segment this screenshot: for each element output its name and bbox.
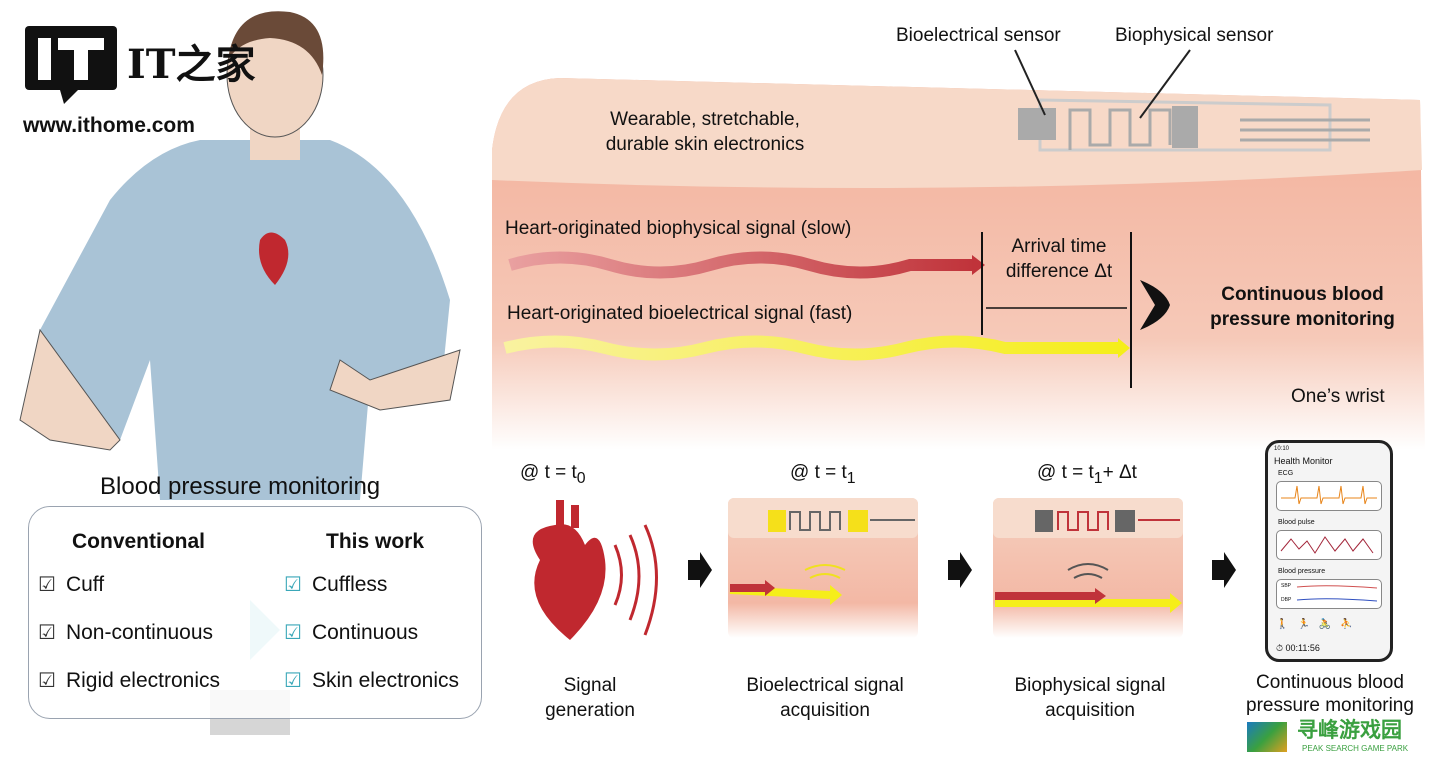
heart-icon	[532, 500, 658, 640]
ecg-chart	[1276, 481, 1382, 511]
phone-title: Health Monitor	[1274, 456, 1333, 466]
this-work-item: ☑Skin electronics	[284, 669, 459, 692]
stopwatch-icon: ⏱	[1276, 643, 1284, 653]
step-arrow	[948, 552, 972, 588]
pointer-line	[1014, 49, 1046, 116]
slow-signal-arrowhead	[972, 255, 985, 275]
output-label-2: pressure monitoring	[1210, 309, 1395, 330]
dbp-label: DBP	[1281, 597, 1292, 603]
sbp-label: SBP	[1281, 583, 1292, 589]
skin-box-biophysical	[993, 498, 1183, 638]
step-time-0: @ t = t0	[520, 462, 586, 487]
biophysical-sensor-pad	[1172, 106, 1198, 148]
fast-signal-wave	[503, 335, 1120, 361]
this-work-item: ☑Continuous	[284, 621, 419, 644]
pressure-chart: SBP DBP	[1276, 579, 1382, 609]
left-title: Blood pressure monitoring	[100, 473, 381, 500]
this-work-item: ☑Cuffless	[284, 573, 388, 596]
comparison-box	[28, 506, 482, 719]
output-arrow	[1140, 280, 1170, 330]
logo-brand: IT之家	[127, 41, 256, 88]
step-caption: Biophysical signal	[1014, 675, 1166, 696]
checkbox-icon: ☑	[38, 574, 56, 596]
bioelectrical-sensor-label: Bioelectrical sensor	[896, 25, 1061, 46]
logo-url: www.ithome.com	[23, 114, 195, 137]
pointer-line	[1139, 49, 1191, 119]
biophysical-sensor-label: Biophysical sensor	[1115, 25, 1274, 46]
step-caption: Signal	[563, 675, 617, 696]
phone-clock: 10:10	[1274, 446, 1290, 452]
step-caption: Continuous blood	[1256, 672, 1404, 693]
checkbox-icon: ☑	[284, 574, 302, 596]
step-caption: acquisition	[780, 700, 870, 721]
pulse-chart	[1276, 530, 1382, 560]
watermark-name: 寻峰游戏园	[1297, 719, 1402, 742]
step-time-2: @ t = t1+ Δt	[1037, 462, 1137, 487]
watermark-sub: PEAK SEARCH GAME PARK	[1302, 744, 1409, 753]
watermark-logo	[1247, 722, 1287, 752]
ecg-label: ECG	[1278, 470, 1294, 477]
step-time-1: @ t = t1	[790, 462, 856, 487]
checkbox-icon: ☑	[38, 670, 56, 692]
step-arrow	[688, 552, 712, 588]
step-caption: acquisition	[1045, 700, 1135, 721]
conventional-item: ☑Cuff	[38, 573, 105, 596]
output-label: Continuous blood	[1221, 284, 1384, 305]
ithome-logo	[25, 26, 117, 104]
skin-electronics-label: Wearable, stretchable, durable skin elec…	[605, 109, 805, 155]
pulse-label: Blood pulse	[1278, 519, 1315, 526]
checkbox-icon: ☑	[284, 670, 302, 692]
step-caption: pressure monitoring	[1246, 695, 1414, 716]
phone-timer: ⏱ 00:11:56	[1276, 643, 1320, 653]
conventional-item: ☑Non-continuous	[38, 621, 214, 644]
checkbox-icon: ☑	[284, 622, 302, 644]
checkbox-icon: ☑	[38, 622, 56, 644]
conventional-header: Conventional	[72, 530, 206, 553]
wrist-label: One’s wrist	[1291, 386, 1385, 407]
activity-icons: 🚶🏃🚴⛹	[1276, 619, 1362, 630]
arrival-time-label: Arrival time	[1011, 236, 1107, 257]
heart-icon	[259, 232, 289, 285]
step-arrow	[1212, 552, 1236, 588]
fast-signal-label: Heart-originated bioelectrical signal (f…	[507, 303, 853, 324]
pressure-label: Blood pressure	[1278, 568, 1326, 575]
fast-signal-arrowhead	[1118, 338, 1130, 358]
slow-signal-wave	[508, 251, 975, 279]
conventional-item: ☑Rigid electronics	[38, 669, 221, 692]
bioelectrical-sensor-pad	[1018, 108, 1056, 140]
step-caption: Bioelectrical signal	[746, 675, 904, 696]
slow-signal-label: Heart-originated biophysical signal (slo…	[505, 218, 852, 239]
phone-mockup: 10:10 Health Monitor ECG Blood pulse Blo…	[1265, 440, 1393, 662]
skin-box-bioelectrical	[728, 498, 918, 638]
step-caption: generation	[545, 700, 635, 721]
arrival-time-label-2: difference Δt	[1005, 261, 1113, 282]
this-work-header: This work	[326, 530, 425, 553]
